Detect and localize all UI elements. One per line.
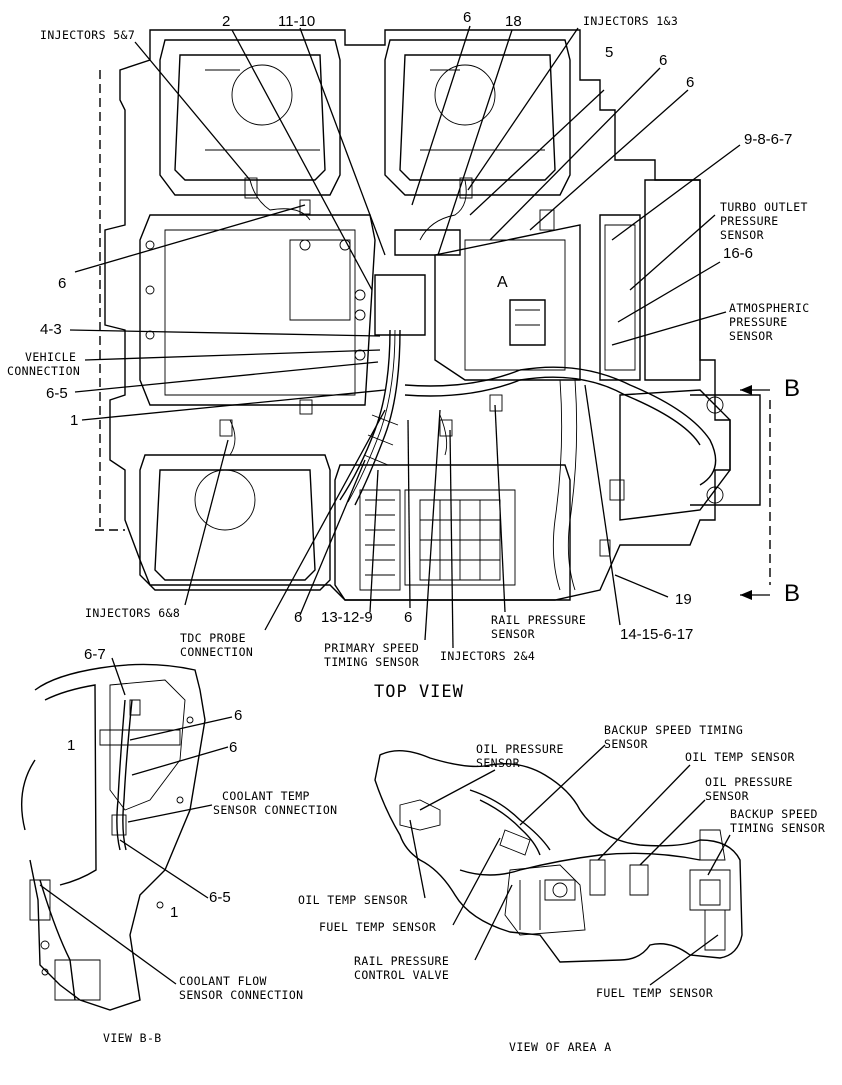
label-injectors-6-8: INJECTORS 6&8 — [85, 606, 181, 620]
label-ref-6-5: 6-5 — [46, 385, 68, 402]
label-a-oil-pressure-1a: OIL PRESSURE — [476, 742, 564, 756]
label-ref-14-15-6-17: 14-15-6-17 — [620, 626, 694, 643]
label-ref-18: 18 — [505, 13, 522, 30]
label-coolant-temp-2: SENSOR CONNECTION — [213, 803, 338, 817]
label-injectors-5-7: INJECTORS 5&7 — [40, 28, 136, 42]
view-area-a-leader-lines — [409, 744, 731, 986]
label-a-oil-temp-1: OIL TEMP SENSOR — [685, 750, 795, 764]
label-coolant-flow-2: SENSOR CONNECTION — [179, 988, 304, 1002]
label-bb-6-5: 6-5 — [209, 889, 231, 906]
label-vehicle-connection-1: VEHICLE — [25, 350, 77, 364]
label-rail-pressure-sensor-2: SENSOR — [491, 627, 535, 641]
label-primary-speed-1: PRIMARY SPEED — [324, 641, 420, 655]
label-ref-11-10: 11-10 — [278, 13, 316, 30]
label-atmospheric-2: PRESSURE — [729, 315, 788, 329]
label-a-fuel-temp-2: FUEL TEMP SENSOR — [596, 986, 714, 1000]
label-a-oil-pressure-2a: OIL PRESSURE — [705, 775, 793, 789]
section-b-bottom: B — [784, 580, 801, 607]
label-a-backup-speed-1b: SENSOR — [604, 737, 648, 751]
label-a-oil-temp-2: OIL TEMP SENSOR — [298, 893, 408, 907]
view-area-a-drawing — [374, 750, 743, 963]
label-rail-pressure-sensor-1: RAIL PRESSURE — [491, 613, 587, 627]
label-atmospheric-1: ATMOSPHERIC — [729, 301, 810, 315]
label-tdc-probe-1: TDC PROBE — [180, 631, 246, 645]
label-area-a: A — [497, 274, 508, 291]
label-ref-9-8-6-7: 9-8-6-7 — [744, 131, 793, 148]
top-view-leader-lines — [69, 25, 741, 649]
label-bb-6-7: 6-7 — [84, 646, 106, 663]
label-ref-6-a: 6 — [659, 52, 668, 69]
label-ref-1: 1 — [70, 412, 79, 429]
label-turbo-outlet-1: TURBO OUTLET — [720, 200, 808, 214]
view-b-b-drawing — [20, 663, 206, 1011]
label-coolant-flow-1: COOLANT FLOW — [179, 974, 267, 988]
label-ref-6-bottom-b: 6 — [404, 609, 413, 626]
label-ref-13-12-9: 13-12-9 — [321, 609, 373, 626]
section-b-top: B — [784, 375, 801, 402]
label-vehicle-connection-2: CONNECTION — [7, 364, 81, 378]
label-ref-6-b: 6 — [686, 74, 695, 91]
label-a-backup-speed-1a: BACKUP SPEED TIMING — [604, 723, 744, 737]
label-ref-2: 2 — [222, 13, 231, 30]
label-bb-1-bottom: 1 — [170, 904, 179, 921]
label-a-oil-pressure-2b: SENSOR — [705, 789, 749, 803]
title-view-b-b: VIEW B-B — [103, 1031, 162, 1045]
label-ref-6-bottom-a: 6 — [294, 609, 303, 626]
label-tdc-probe-2: CONNECTION — [180, 645, 254, 659]
label-bb-1-top: 1 — [67, 737, 76, 754]
label-atmospheric-3: SENSOR — [729, 329, 773, 343]
label-turbo-outlet-3: SENSOR — [720, 228, 764, 242]
top-view-engine-drawing — [95, 29, 761, 601]
label-a-fuel-temp-1: FUEL TEMP SENSOR — [319, 920, 437, 934]
label-injectors-1-3: INJECTORS 1&3 — [583, 14, 679, 28]
title-top-view: TOP VIEW — [374, 682, 464, 702]
label-coolant-temp-1: COOLANT TEMP — [222, 789, 310, 803]
title-view-of-area-a: VIEW OF AREA A — [509, 1040, 612, 1054]
label-ref-4-3: 4-3 — [40, 321, 62, 338]
label-bb-6-b: 6 — [229, 739, 238, 756]
section-b-b-indicator — [740, 385, 771, 600]
view-b-b-leader-lines — [39, 657, 233, 985]
label-ref-16-6: 16-6 — [723, 245, 754, 262]
label-a-rail-pressure-valve-2: CONTROL VALVE — [354, 968, 450, 982]
label-injectors-2-4: INJECTORS 2&4 — [440, 649, 536, 663]
label-ref-19: 19 — [675, 591, 692, 608]
label-a-rail-pressure-valve-1: RAIL PRESSURE — [354, 954, 450, 968]
label-primary-speed-2: TIMING SENSOR — [324, 655, 420, 669]
label-turbo-outlet-2: PRESSURE — [720, 214, 779, 228]
label-ref-6-left: 6 — [58, 275, 67, 292]
label-bb-6-a: 6 — [234, 707, 243, 724]
label-ref-5: 5 — [605, 44, 614, 61]
label-a-backup-speed-2a: BACKUP SPEED — [730, 807, 818, 821]
label-a-backup-speed-2b: TIMING SENSOR — [730, 821, 826, 835]
label-a-oil-pressure-1b: SENSOR — [476, 756, 520, 770]
label-ref-6-top: 6 — [463, 9, 472, 26]
